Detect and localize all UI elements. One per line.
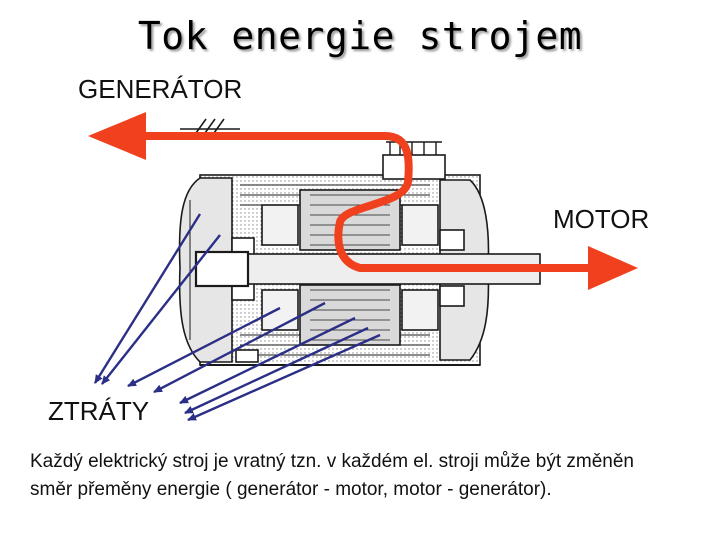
label-losses: ZTRÁTY xyxy=(48,396,150,426)
bearing-right-bottom xyxy=(439,285,465,307)
winding-right-bottom xyxy=(401,289,439,331)
loss-arrows xyxy=(93,213,381,422)
winding-left-top xyxy=(261,204,299,246)
stator-lower xyxy=(299,284,401,346)
loss-arrow xyxy=(187,333,381,422)
loss-arrow xyxy=(153,301,326,394)
loss-arrow xyxy=(184,326,369,415)
label-generator: GENERÁTOR xyxy=(78,74,243,104)
cable-marks xyxy=(195,118,225,134)
arrowhead-left xyxy=(88,112,146,160)
loss-arrow xyxy=(127,306,281,388)
arrowhead-right xyxy=(588,246,638,290)
energy-flow-arrow xyxy=(88,112,638,290)
page-title: Tok energie strojem xyxy=(137,14,583,58)
winding-left-bottom xyxy=(261,289,299,331)
terminal-box xyxy=(382,154,446,180)
foot xyxy=(235,349,259,363)
bearing-right-top xyxy=(439,229,465,251)
loss-arrow xyxy=(101,234,221,385)
label-motor: MOTOR xyxy=(553,204,650,234)
loss-arrow xyxy=(93,213,202,384)
shaft-left-end xyxy=(194,250,250,288)
loss-arrow xyxy=(179,316,356,405)
caption-text: Každý elektrický stroj je vratný tzn. v … xyxy=(30,451,634,500)
winding-right-top xyxy=(401,204,439,246)
